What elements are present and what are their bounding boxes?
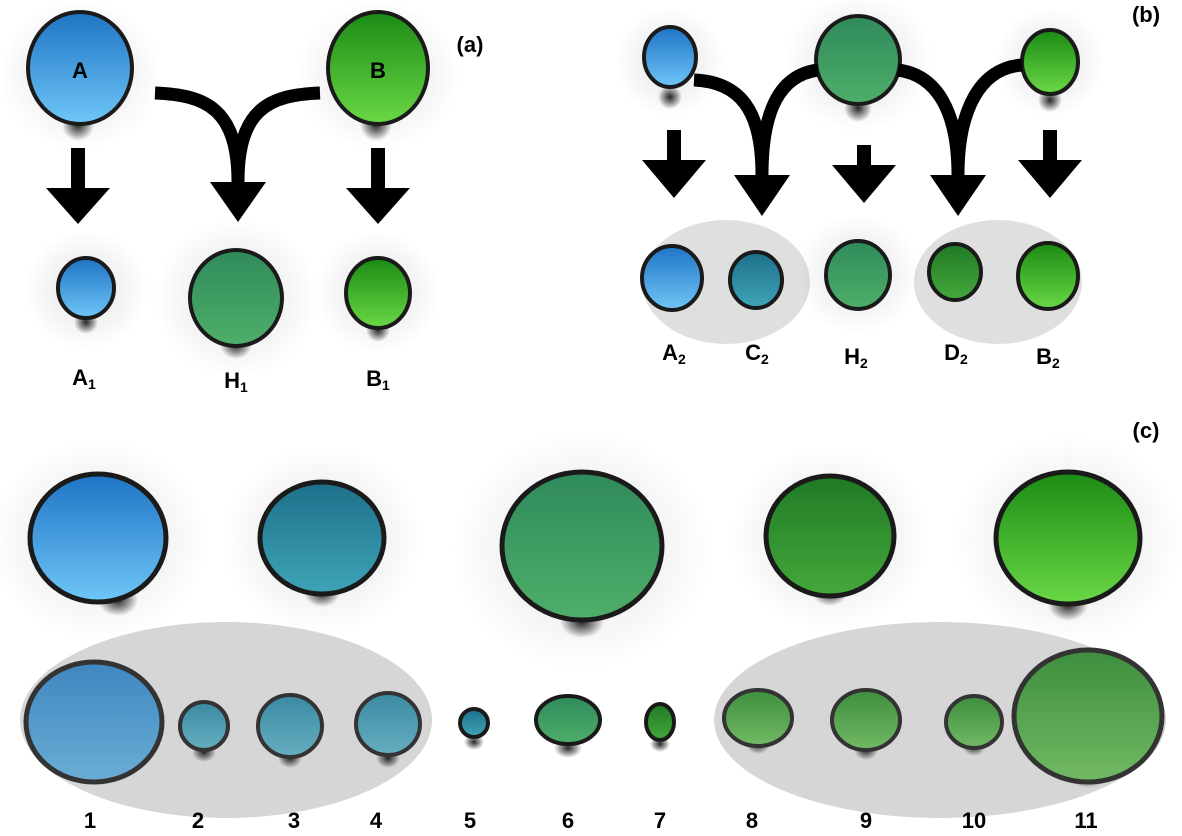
c-parent-3 (452, 430, 712, 670)
blob-b-parent-mid (783, 0, 933, 132)
c-blob-3 (256, 693, 324, 768)
blob-d2 (927, 242, 983, 302)
label-a1: A1 (72, 365, 96, 392)
c-number-label-1: 1 (84, 808, 96, 833)
c-number-label-4: 4 (370, 808, 383, 833)
blob-a1 (24, 230, 148, 350)
arrow-b-merge-right (896, 58, 1023, 216)
arrow-b-merge-left (693, 63, 820, 216)
blob-a: A (0, 0, 162, 150)
c-number-labels: 1 2 3 4 5 6 7 8 9 10 11 (84, 808, 1098, 833)
c-parent-5 (953, 435, 1182, 645)
blob-h1 (154, 218, 318, 378)
c-blob-8 (722, 688, 794, 754)
arrow-b-straight-3 (1018, 130, 1082, 198)
blob-c2 (728, 250, 784, 310)
c-number-label-8: 8 (746, 808, 758, 833)
c-parent-2 (222, 445, 422, 635)
label-h2: H2 (844, 344, 868, 371)
panel-b-tag: (b) (1132, 2, 1160, 27)
arrow-merge (154, 86, 321, 222)
c-blob-1 (23, 659, 165, 785)
label-b2: B2 (1036, 344, 1060, 371)
c-number-label-3: 3 (288, 808, 300, 833)
c-number-label-9: 9 (860, 808, 872, 833)
label-c2: C2 (745, 340, 769, 367)
blob-b-parent-blue (615, 7, 725, 117)
c-number-label-6: 6 (562, 808, 574, 833)
c-blob-10 (944, 694, 1004, 756)
c-blob-2 (178, 700, 230, 762)
arrow-a-down (46, 148, 110, 224)
blob-h2 (796, 214, 920, 334)
c-blob-4 (354, 691, 422, 768)
label-a2: A2 (662, 340, 686, 367)
panel-c: (c) (0, 418, 1182, 833)
blob-b-parent-green (995, 7, 1105, 117)
panel-b: (b) (615, 0, 1160, 371)
arrow-b-straight-2 (832, 145, 896, 203)
c-number-label-2: 2 (192, 808, 204, 833)
c-number-label-5: 5 (464, 808, 476, 833)
c-parent-4 (730, 446, 930, 630)
panel-c-tag: (c) (1133, 418, 1160, 443)
c-number-label-7: 7 (654, 808, 666, 833)
c-number-label-10: 10 (962, 808, 986, 833)
c-parent-1 (0, 440, 208, 640)
blob-a2 (640, 244, 704, 312)
blob-b2 (1016, 241, 1080, 311)
c-blob-7 (644, 702, 676, 752)
blob-b1 (316, 230, 440, 354)
label-d2: D2 (944, 340, 968, 367)
label-h1: H1 (224, 368, 248, 395)
blob-b: B (296, 0, 460, 150)
c-blob-9 (830, 688, 902, 760)
panel-a: (a) A B (0, 0, 483, 395)
label-a: A (72, 58, 88, 83)
c-blob-11 (1011, 647, 1165, 788)
c-blob-5 (458, 707, 490, 750)
panel-a-tag: (a) (457, 32, 484, 57)
c-number-label-11: 11 (1074, 808, 1097, 833)
c-blob-6 (534, 694, 602, 758)
label-b: B (370, 58, 386, 83)
arrow-b-straight-1 (642, 130, 706, 198)
arrow-b-down (346, 148, 410, 224)
label-b1: B1 (366, 366, 390, 393)
